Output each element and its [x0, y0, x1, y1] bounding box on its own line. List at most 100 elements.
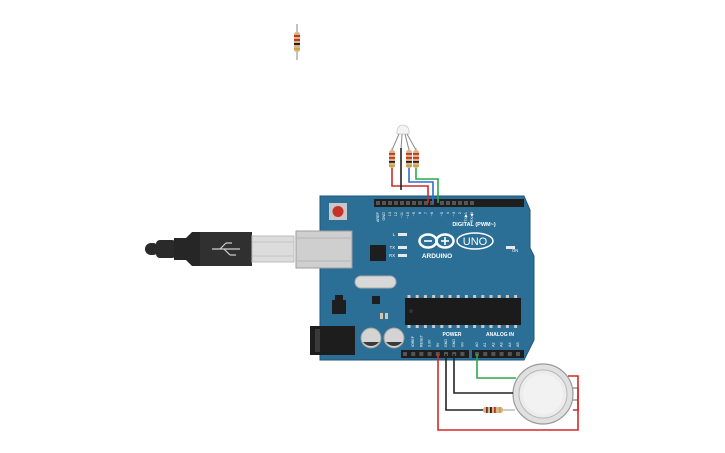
svg-text:RX: RX — [389, 253, 395, 258]
reset-button[interactable] — [329, 203, 347, 220]
chip-pin — [423, 295, 427, 298]
usb-interface-chip — [370, 245, 386, 261]
crystal-oscillator — [354, 275, 397, 289]
power-label: POWER — [443, 332, 462, 338]
digital-pin-hole[interactable] — [446, 201, 450, 205]
digital-header-label: DIGITAL (PWM~) — [452, 222, 496, 228]
chip-pin — [514, 295, 518, 298]
digital-pin-label: GND — [382, 212, 386, 221]
digital-pin-hole[interactable] — [376, 201, 380, 205]
power-header — [401, 350, 469, 358]
brand-label: ARDUINO — [422, 253, 452, 260]
rgb-led[interactable] — [391, 124, 417, 151]
power-pin-hole[interactable] — [419, 352, 424, 356]
power-pin-hole[interactable] — [411, 352, 416, 356]
wire-green-a0[interactable] — [476, 354, 516, 379]
digital-pin-label: ~6 — [430, 212, 434, 216]
chip-pin — [473, 295, 477, 298]
wire-black-gnd[interactable] — [445, 354, 483, 411]
chip-pin — [415, 325, 419, 328]
chip-pin — [505, 325, 509, 328]
analog-pin-hole[interactable] — [516, 352, 520, 356]
digital-pin-hole[interactable] — [464, 201, 468, 205]
analog-header — [472, 350, 524, 358]
digital-pin-hole[interactable] — [430, 201, 434, 205]
usb-icon — [212, 242, 240, 256]
chip-pin — [456, 325, 460, 328]
analog-pin-label: A0 — [475, 342, 479, 347]
chip-pin — [407, 325, 411, 328]
svg-text:L: L — [393, 232, 396, 237]
digital-pin-label: 8 — [418, 212, 422, 214]
digital-pin-hole[interactable] — [382, 201, 386, 205]
power-pin-label: RESET — [419, 334, 423, 347]
power-pin-hole[interactable] — [403, 352, 407, 356]
digital-pin-hole[interactable] — [388, 201, 392, 205]
chip-pin — [481, 325, 485, 328]
chip-pin — [448, 325, 452, 328]
power-pin-label: GND — [452, 339, 456, 347]
on-led-label: ON — [512, 248, 518, 253]
analog-pin-hole[interactable] — [507, 352, 512, 356]
chip-pin — [497, 325, 501, 328]
wire-black-gnd-2[interactable] — [453, 354, 513, 394]
chip-pin — [432, 325, 436, 328]
digital-pin-label: 12 — [394, 212, 398, 216]
pulldown-resistor[interactable] — [475, 407, 515, 413]
power-pin-hole[interactable] — [460, 352, 465, 356]
digital-pin-label: ~3 — [452, 212, 456, 216]
digital-pin-label: 7 — [424, 212, 428, 214]
svg-text:UNO: UNO — [463, 236, 488, 248]
analog-label: ANALOG IN — [486, 332, 514, 338]
chip-pin — [464, 295, 468, 298]
power-pin-hole[interactable] — [427, 352, 432, 356]
wire-blue-led[interactable] — [408, 168, 434, 203]
chip-pin — [514, 325, 518, 328]
digital-pin-label: ~10 — [406, 212, 410, 218]
wire-red-5v[interactable] — [437, 354, 579, 431]
analog-pin-label: A2 — [491, 342, 495, 347]
digital-pin-hole[interactable] — [418, 201, 422, 205]
digital-pin-hole[interactable] — [400, 201, 404, 205]
loose-resistor[interactable] — [294, 24, 300, 60]
voltage-regulator — [332, 300, 346, 314]
digital-pin-hole[interactable] — [394, 201, 398, 205]
chip-pin — [456, 295, 460, 298]
led-resistor-green[interactable] — [406, 148, 412, 176]
digital-pin-hole[interactable] — [406, 201, 410, 205]
analog-pin-hole[interactable] — [483, 352, 488, 356]
chip-pin — [473, 325, 477, 328]
digital-pin-hole[interactable] — [452, 201, 456, 205]
chip-pin — [432, 295, 436, 298]
analog-pin-hole[interactable] — [499, 352, 504, 356]
analog-pin-hole[interactable] — [491, 352, 496, 356]
digital-pin-label: ~9 — [412, 212, 416, 216]
wire-red-led[interactable] — [391, 168, 429, 203]
capacitors — [360, 327, 405, 349]
digital-pin-hole[interactable] — [412, 201, 416, 205]
chip-pin — [489, 295, 493, 298]
wire-green-led[interactable] — [415, 168, 439, 203]
chip-pin — [407, 295, 411, 298]
chip-pin — [440, 325, 444, 328]
digital-pin-label: ~11 — [400, 212, 404, 218]
digital-pin-hole[interactable] — [440, 201, 444, 205]
chip-pin — [448, 295, 452, 298]
wire-red-sensor[interactable] — [573, 388, 579, 411]
digital-pin-hole[interactable] — [458, 201, 462, 205]
status-leds: L TX RX — [389, 232, 407, 258]
usb-port — [295, 230, 353, 269]
digital-pin-hole[interactable] — [424, 201, 428, 205]
digital-pin-hole[interactable] — [470, 201, 474, 205]
uno-badge: UNO — [456, 232, 494, 250]
digital-pin-label: RX◀0 — [470, 212, 474, 222]
power-pin-label: Vin — [460, 342, 464, 347]
chip-pin — [497, 295, 501, 298]
usb-cable[interactable] — [145, 232, 295, 266]
digital-pin-label: ~5 — [440, 212, 444, 216]
force-sensor[interactable] — [512, 363, 578, 425]
analog-pin-label: A1 — [483, 342, 487, 347]
svg-text:TX: TX — [390, 245, 396, 250]
